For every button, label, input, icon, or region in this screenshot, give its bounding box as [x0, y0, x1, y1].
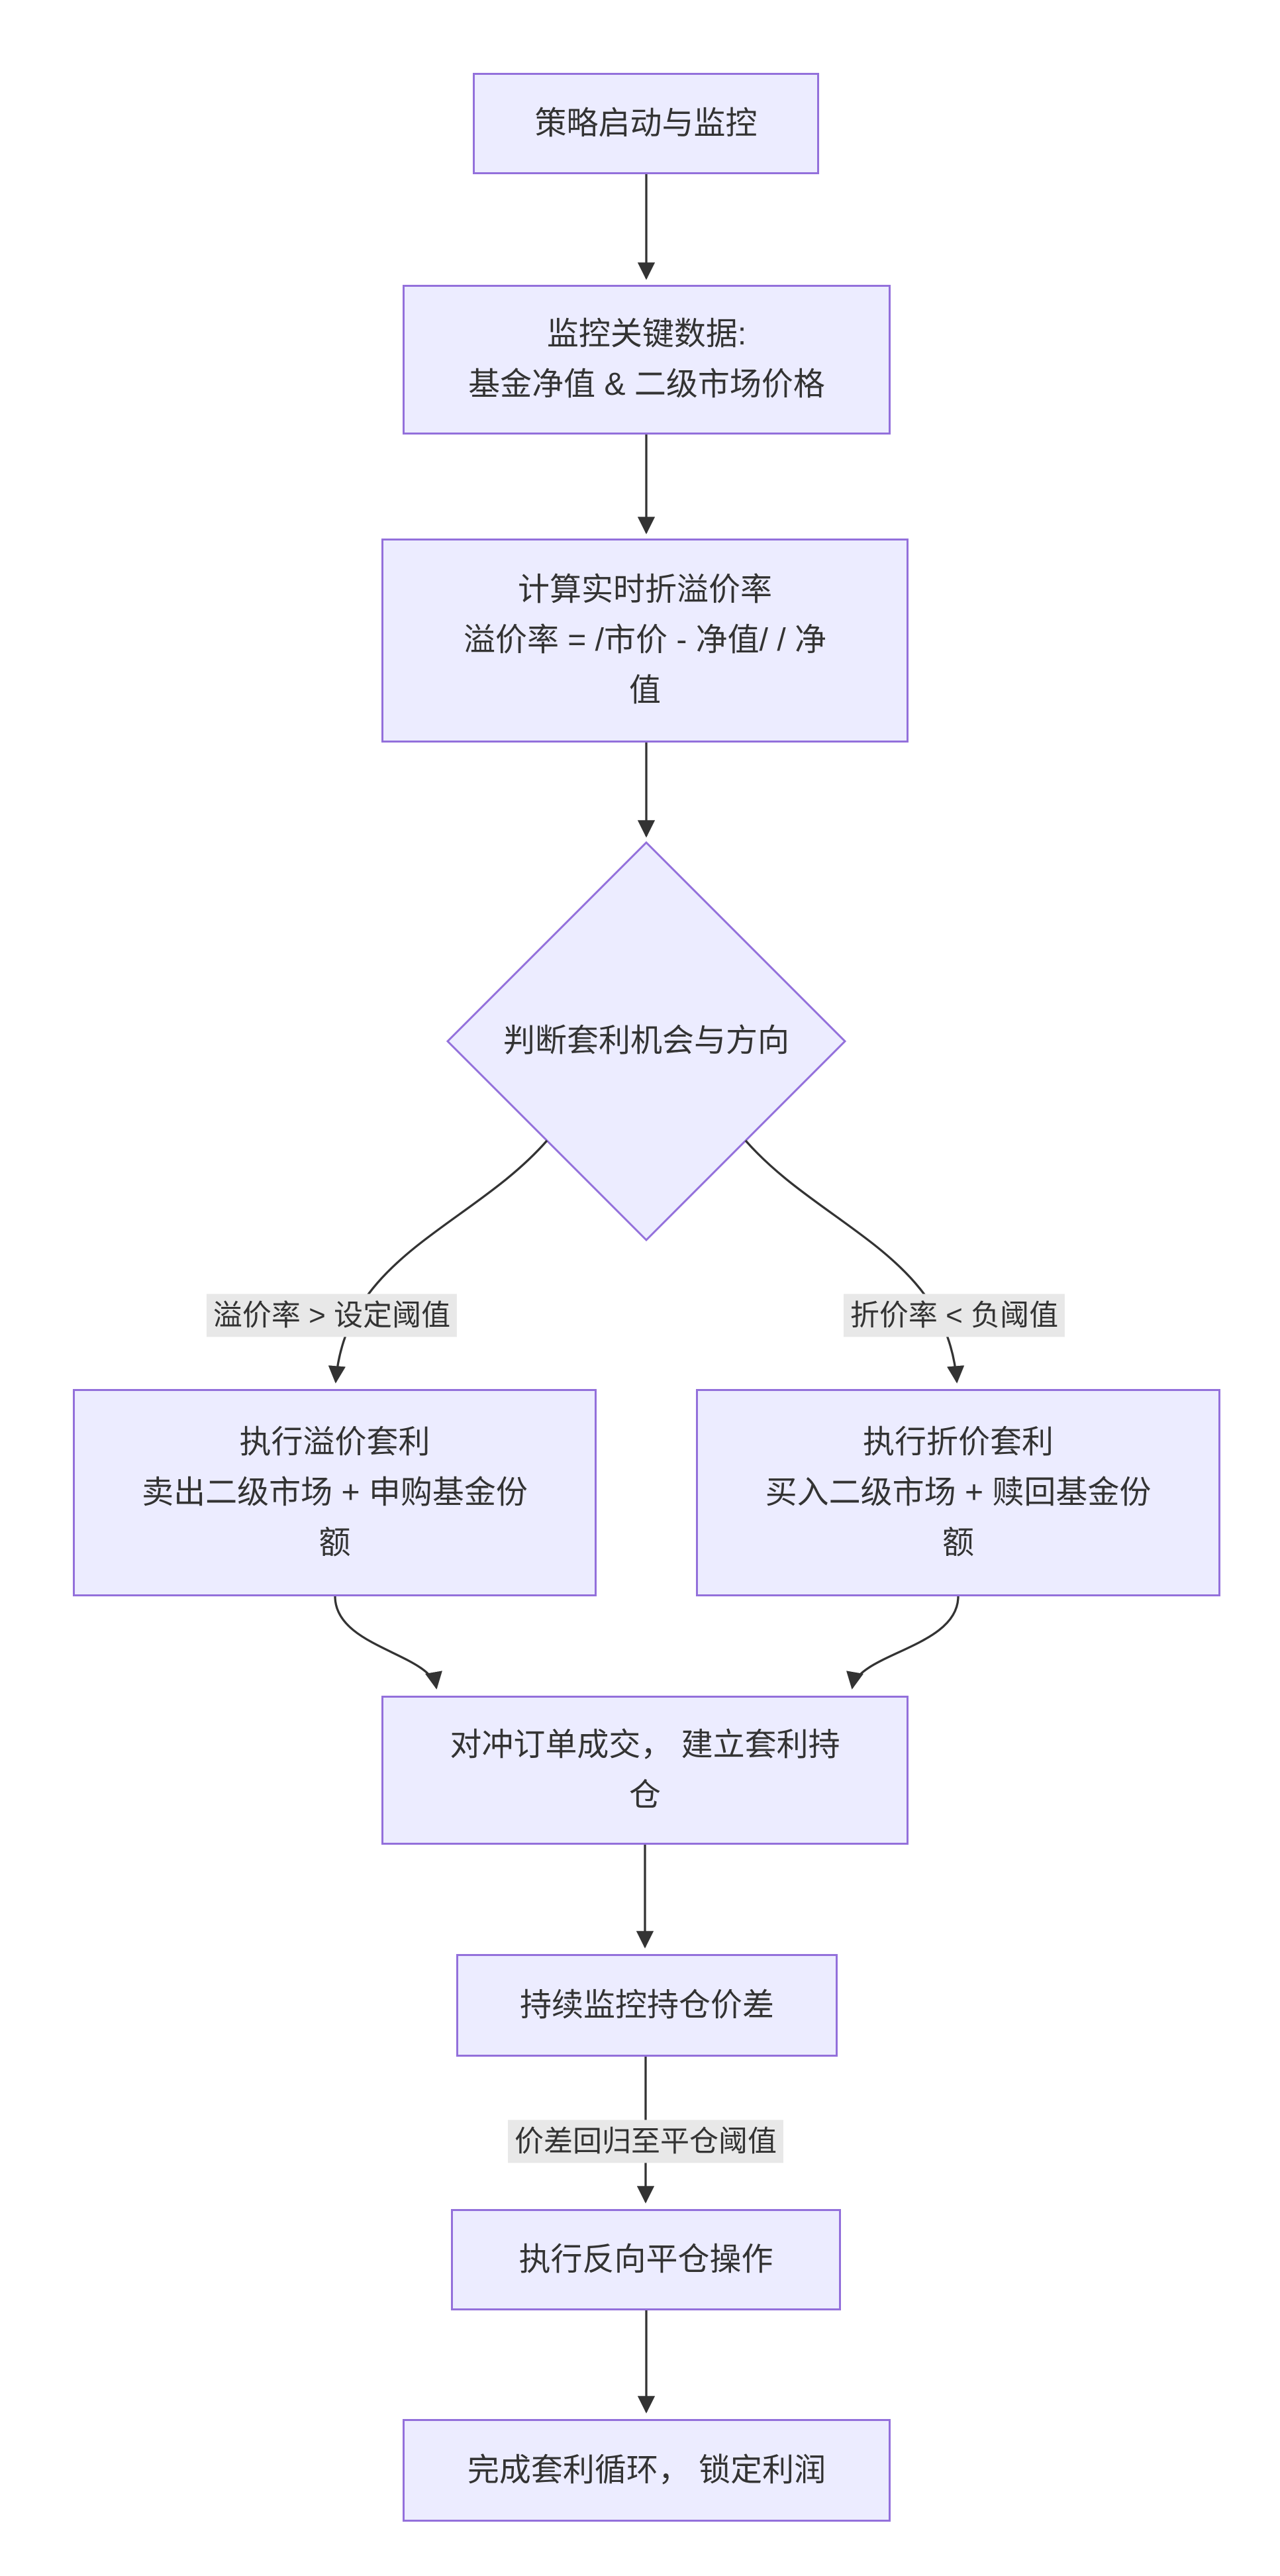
node-premium-arb-label-line2: 卖出二级市场 + 申购基金份	[142, 1474, 528, 1510]
node-calc-premium: 计算实时折溢价率 溢价率 = /市价 - 净值/ / 净 值	[381, 539, 909, 743]
node-discount-arb-label-line1: 执行折价套利	[862, 1424, 1054, 1460]
node-monitor-data-label-line1: 监控关键数据:	[546, 317, 747, 352]
node-discount-arb-label-line3: 额	[942, 1525, 974, 1561]
node-discount-arb: 执行折价套利 买入二级市场 + 赎回基金份 额	[696, 1389, 1220, 1596]
edge-label-premium-condition: 溢价率 > 设定阈值	[206, 1294, 458, 1337]
node-start: 策略启动与监控	[473, 73, 819, 174]
edge-label-close-condition: 价差回归至平仓阈值	[508, 2120, 783, 2163]
node-hedge-filled-label-line1: 对冲订单成交， 建立套利持	[450, 1727, 840, 1763]
edge-label-discount-condition: 折价率 < 负阈值	[843, 1294, 1065, 1337]
node-calc-premium-label-line2: 溢价率 = /市价 - 净值/ / 净	[463, 623, 827, 658]
edge-premium-arb-to-hedge	[334, 1596, 442, 1690]
node-premium-arb-label-line3: 额	[319, 1525, 351, 1561]
node-premium-arb-label-line1: 执行溢价套利	[239, 1424, 430, 1460]
node-complete-label: 完成套利循环， 锁定利润	[467, 2452, 826, 2488]
node-calc-premium-label-line3: 值	[628, 673, 661, 708]
node-close-position-label: 执行反向平仓操作	[518, 2241, 773, 2277]
node-calc-premium-label-line1: 计算实时折溢价率	[517, 572, 772, 607]
node-monitor-data: 监控关键数据: 基金净值 & 二级市场价格	[403, 285, 891, 435]
node-monitor-data-label-line2: 基金净值 & 二级市场价格	[468, 367, 825, 402]
node-monitor-spread: 持续监控持仓价差	[456, 1954, 838, 2057]
node-discount-arb-label-line2: 买入二级市场 + 赎回基金份	[765, 1474, 1152, 1510]
node-premium-arb: 执行溢价套利 卖出二级市场 + 申购基金份 额	[73, 1389, 597, 1596]
node-start-label: 策略启动与监控	[534, 105, 758, 141]
edge-discount-arb-to-hedge	[846, 1596, 960, 1690]
node-monitor-spread-label: 持续监控持仓价差	[519, 1987, 774, 2023]
node-decision-label: 判断套利机会与方向	[503, 1023, 790, 1058]
node-complete: 完成套利循环， 锁定利润	[403, 2419, 891, 2522]
edge-decision-to-premium-arb	[328, 1139, 548, 1384]
edge-decision-to-discount-arb	[744, 1139, 965, 1384]
node-close-position: 执行反向平仓操作	[451, 2209, 841, 2310]
node-hedge-filled-label-line2: 仓	[628, 1777, 661, 1813]
node-hedge-filled: 对冲订单成交， 建立套利持 仓	[381, 1696, 909, 1845]
